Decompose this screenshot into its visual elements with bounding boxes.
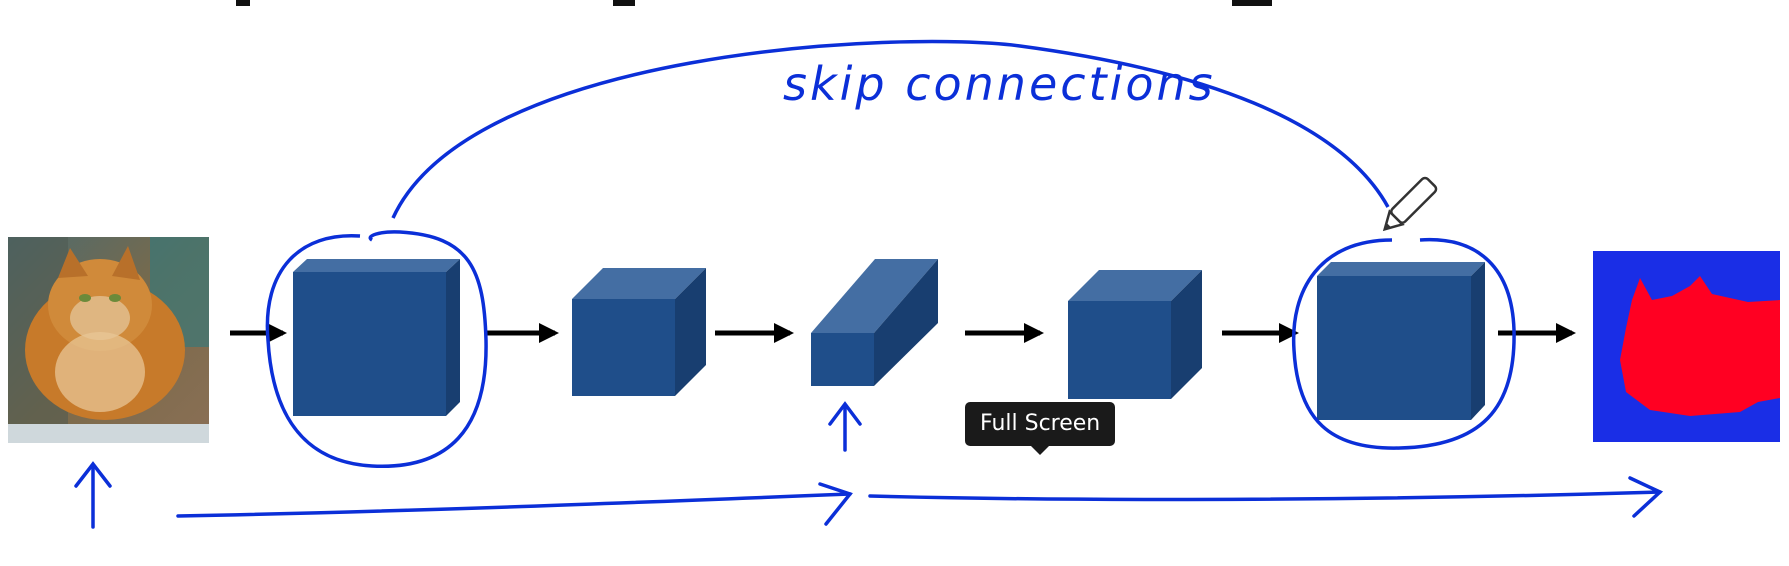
bottleneck-up-arrow (828, 401, 862, 452)
output-segmentation-mask (1593, 251, 1780, 442)
bottleneck-block (811, 259, 938, 386)
skip-connection-arc (391, 39, 1390, 219)
encoder-block (293, 259, 460, 416)
decoder-block (1317, 262, 1485, 420)
conv-block-2 (572, 268, 706, 396)
cropped-title-fragment (236, 0, 1272, 6)
conv-block-4 (1068, 270, 1202, 399)
encoder-path-arrow (176, 482, 853, 526)
pencil-icon (1382, 176, 1438, 232)
input-up-arrow (74, 461, 112, 529)
full-screen-tooltip: Full Screen (965, 402, 1116, 455)
skip-connections-label: skip connections (783, 57, 1216, 111)
input-cat-image (8, 237, 209, 443)
decoder-path-arrow (868, 476, 1664, 518)
encoder-circle-annotation (265, 230, 488, 468)
decoder-circle-annotation (1291, 237, 1516, 450)
